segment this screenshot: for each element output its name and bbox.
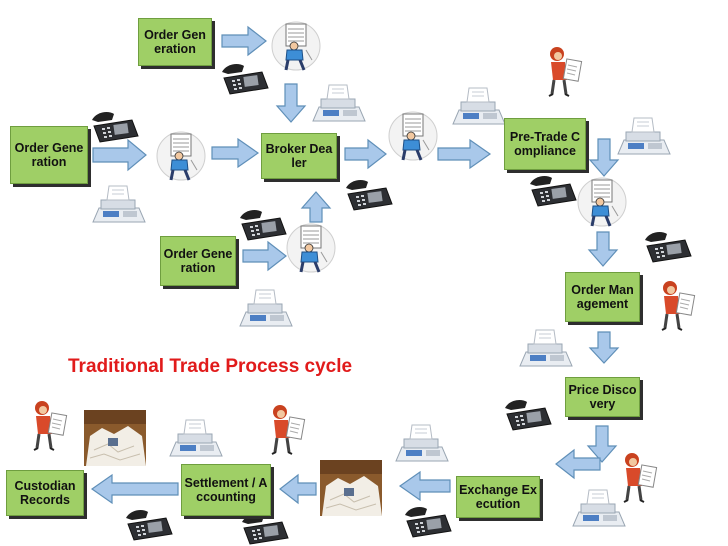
exchange-execution-box: Exchange Execution (456, 476, 540, 518)
clerk-with-papers-icon (547, 45, 584, 98)
order-generation-top-box: Order Generation (138, 18, 212, 66)
fax-machine-icon (617, 117, 671, 155)
arrow-worker-to-ordermgmt (587, 231, 619, 267)
order-management-box: Order Management (565, 272, 640, 322)
desk-phone-icon (125, 509, 173, 541)
order-generation-mid-box: Order Generation (160, 236, 236, 286)
arrow-price-to-exchange-down (586, 425, 618, 463)
order-generation-top-label: Order Generation (144, 28, 206, 56)
paper-stack-worker-icon (576, 176, 628, 228)
order-management-label: Order Management (571, 283, 634, 311)
fax-machine-icon (239, 289, 293, 327)
broker-dealer-box: Broker Dealer (261, 133, 337, 179)
arrow-broker-to-worker (344, 138, 387, 170)
fax-machine-icon (169, 419, 223, 457)
arrow-pile-to-settlement (279, 473, 317, 505)
paper-stack-worker-icon (285, 222, 337, 274)
arrow-exchange-to-pile (398, 470, 451, 502)
desk-phone-icon (644, 231, 692, 263)
order-generation-left-label: Order Generation (14, 141, 84, 169)
arrow-settlement-to-custodian (90, 473, 179, 505)
desk-phone-icon (345, 179, 393, 211)
fax-machine-icon (572, 489, 626, 527)
diagram-title: Traditional Trade Process cycle (68, 356, 353, 377)
desk-phone-icon (239, 209, 287, 241)
arrow-worker-to-pretrade (437, 138, 492, 170)
desk-phone-icon (404, 506, 452, 538)
fax-machine-icon (312, 84, 366, 122)
flow-arrows (90, 25, 620, 505)
desk-phone-icon (504, 399, 552, 431)
settlement-accounting-box: Settlement / Accounting (181, 464, 271, 516)
desk-phone-icon (221, 63, 269, 95)
arrow-worker-to-broker-up (300, 191, 332, 223)
pre-trade-compliance-box: Pre-Trade Compliance (504, 118, 586, 170)
price-discovery-box: Price Discovery (565, 377, 640, 417)
document-pile-photo (319, 459, 383, 517)
clerk-with-papers-icon (270, 403, 307, 456)
order-generation-left-box: Order Generation (10, 126, 88, 184)
desk-phone-icon (91, 111, 139, 143)
clerk-with-papers-icon (660, 279, 697, 332)
fax-machine-icon (92, 185, 146, 223)
document-pile-photo (83, 409, 147, 467)
arrow-pretrade-to-worker (588, 138, 620, 177)
arrow-mid-gen-to-worker (242, 240, 287, 272)
desk-phone-icon (529, 175, 577, 207)
fax-machine-icon (519, 329, 573, 367)
exchange-execution-label: Exchange Execution (459, 483, 537, 511)
paper-stack-worker-icon (270, 20, 322, 72)
fax-machine-icon (452, 87, 506, 125)
clerk-with-papers-icon (32, 399, 69, 452)
custodian-records-label: Custodian Records (14, 479, 76, 507)
clerk-with-papers-icon (622, 451, 659, 504)
arrow-top-gen-to-worker (221, 25, 267, 57)
pre-trade-compliance-label: Pre-Trade Compliance (509, 130, 581, 158)
arrow-worker-to-broker (275, 83, 307, 123)
fax-machine-icon (395, 424, 449, 462)
paper-stack-worker-icon (387, 110, 439, 162)
arrow-ordermgmt-to-price (588, 331, 620, 364)
settlement-accounting-label: Settlement / Accounting (184, 476, 268, 504)
broker-dealer-label: Broker Dealer (265, 142, 333, 170)
arrow-into-exchange (555, 448, 601, 480)
paper-stack-worker-icon (155, 130, 207, 182)
arrow-worker-to-broker-right (211, 137, 260, 169)
custodian-records-box: Custodian Records (6, 470, 84, 516)
price-discovery-label: Price Discovery (568, 383, 637, 411)
arrow-left-gen-to-worker (92, 138, 147, 172)
desk-phone-icon (241, 513, 289, 545)
order-generation-mid-label: Order Generation (163, 247, 233, 275)
